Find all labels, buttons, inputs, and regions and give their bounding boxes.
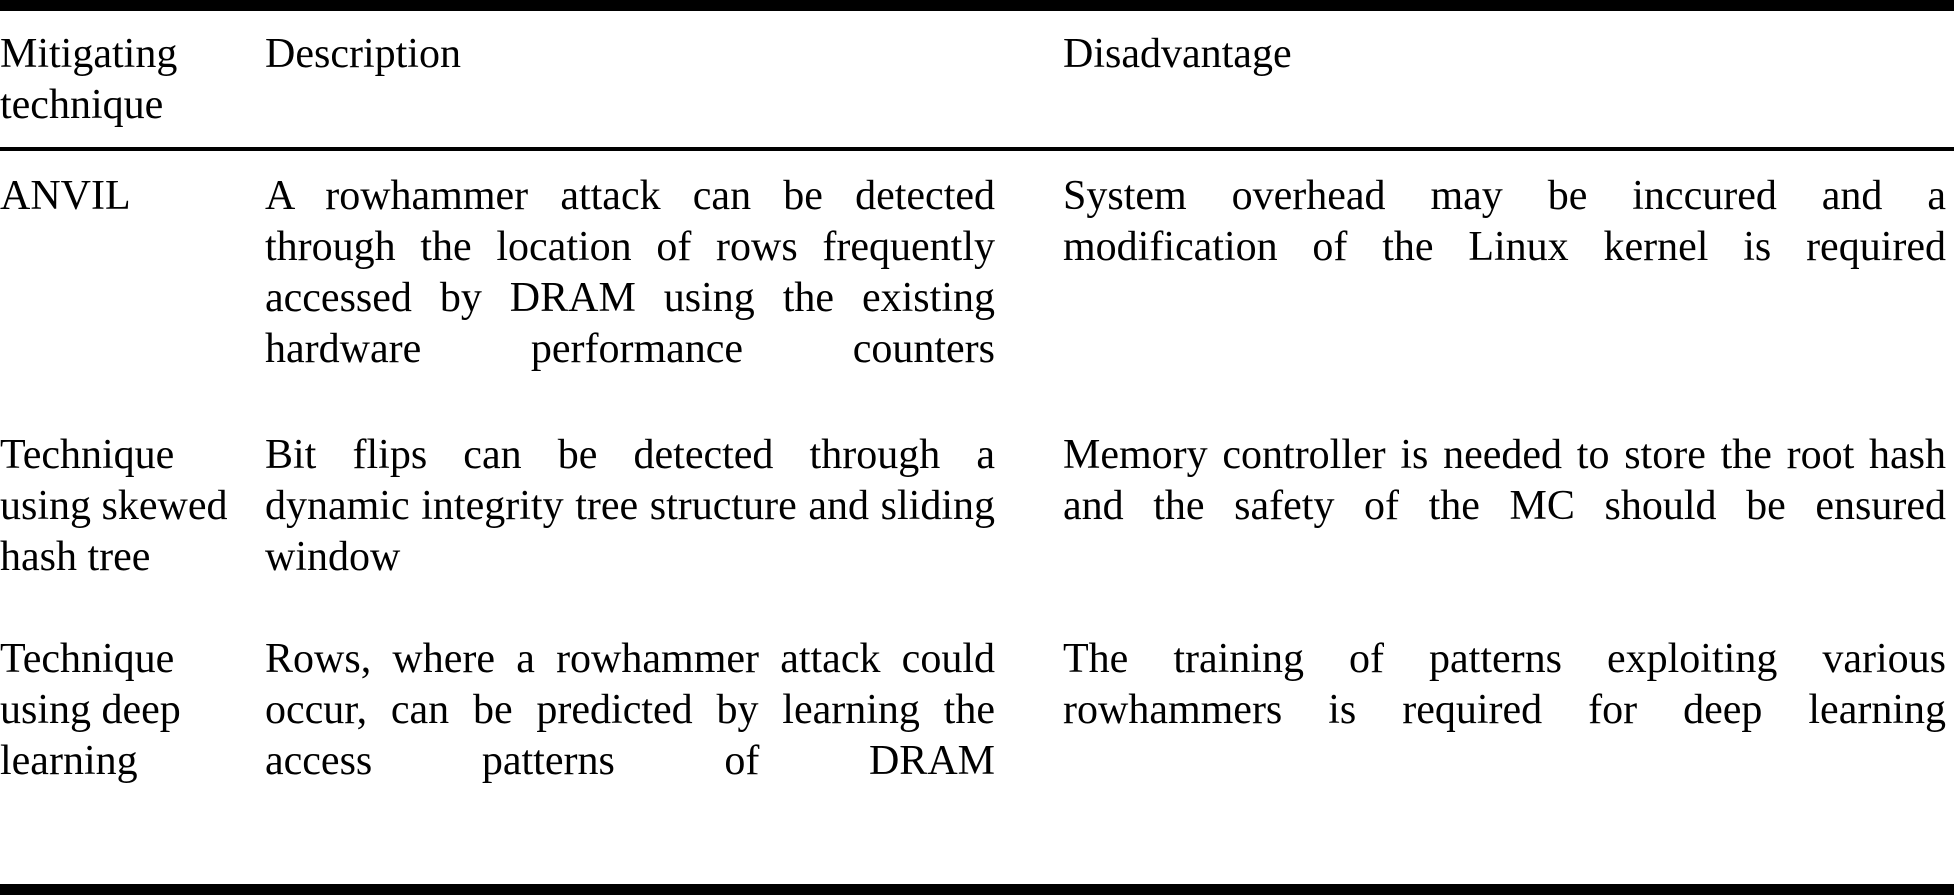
table-body: ANVIL A rowhammer attack can be detected…: [0, 151, 1954, 838]
mitigating-techniques-table: Mitigating technique Description Disadva…: [0, 11, 1954, 838]
cell-description: Bit flips can be detected through a dyna…: [265, 430, 1063, 634]
cell-description-text: Bit flips can be detected through a dyna…: [265, 432, 995, 580]
cell-disadvantage: The training of patterns exploiting vari…: [1063, 634, 1954, 838]
header-rule-cell: [0, 147, 1954, 151]
header-spacer: [0, 131, 1954, 147]
cell-technique-text: Technique using skewed hash tree: [0, 432, 228, 580]
cell-technique: Technique using deep learning: [0, 634, 265, 838]
table-top-rule: [0, 0, 1954, 11]
cell-disadvantage-text: The training of patterns exploiting vari…: [1063, 636, 1946, 733]
table-row: ANVIL A rowhammer attack can be detected…: [0, 151, 1954, 430]
cell-technique: ANVIL: [0, 151, 265, 430]
header-bottom-rule: [0, 147, 1954, 151]
column-header-description: Description: [265, 11, 1063, 131]
table-header: Mitigating technique Description Disadva…: [0, 11, 1954, 151]
table-bottom-rule: [0, 884, 1954, 895]
cell-description: A rowhammer attack can be detected throu…: [265, 151, 1063, 430]
header-rule-row: [0, 147, 1954, 151]
column-header-technique: Mitigating technique: [0, 11, 265, 131]
cell-disadvantage: Memory controller is needed to store the…: [1063, 430, 1954, 634]
column-header-description-label: Description: [265, 31, 461, 77]
cell-disadvantage-text: Memory controller is needed to store the…: [1063, 432, 1946, 529]
cell-description-text: A rowhammer attack can be detected throu…: [265, 173, 995, 372]
cell-description-text: Rows, where a rowhammer attack could occ…: [265, 636, 995, 784]
cell-technique-text: ANVIL: [0, 173, 131, 219]
cell-description: Rows, where a rowhammer attack could occ…: [265, 634, 1063, 838]
table-row: Technique using skewed hash tree Bit fli…: [0, 430, 1954, 634]
column-header-disadvantage-label: Disadvantage: [1063, 31, 1292, 77]
cell-disadvantage: System overhead may be inccured and a mo…: [1063, 151, 1954, 430]
column-header-technique-label: Mitigating technique: [0, 31, 178, 128]
cell-technique-text: Technique using deep learning: [0, 636, 181, 784]
header-row: Mitigating technique Description Disadva…: [0, 11, 1954, 131]
column-header-disadvantage: Disadvantage: [1063, 11, 1954, 131]
header-spacer-row: [0, 131, 1954, 147]
cell-technique: Technique using skewed hash tree: [0, 430, 265, 634]
table-row: Technique using deep learning Rows, wher…: [0, 634, 1954, 838]
cell-disadvantage-text: System overhead may be inccured and a mo…: [1063, 173, 1946, 270]
